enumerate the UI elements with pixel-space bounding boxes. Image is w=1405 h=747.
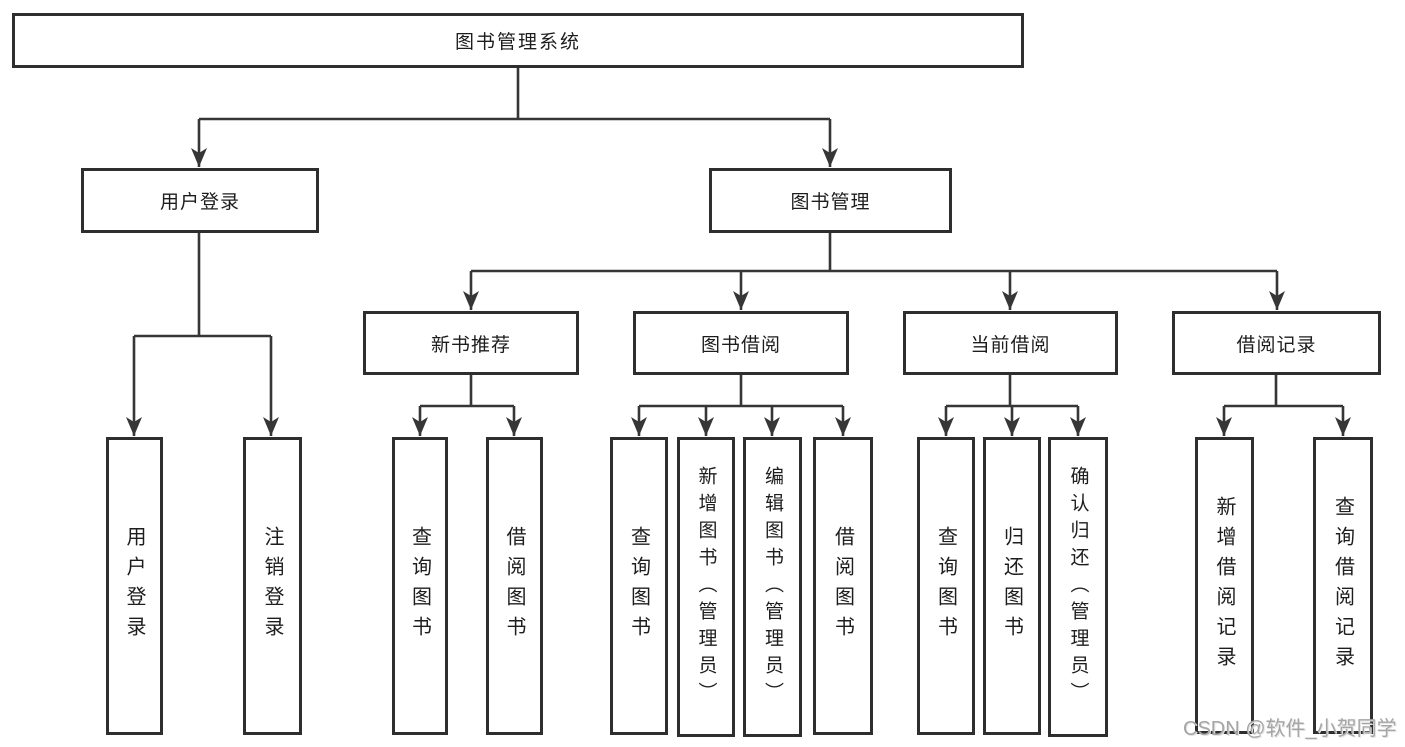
node-return-books: 归还图书 xyxy=(983,437,1041,735)
node-borrow-books: 借阅图书 xyxy=(813,437,873,735)
node-label: 查询借阅记录 xyxy=(1331,495,1354,676)
node-label: 用户登录 xyxy=(159,192,240,213)
node-add-books-admin: 新增图书（管理员） xyxy=(677,437,735,737)
connector-trunks xyxy=(134,68,1343,408)
node-book-management-module: 图书管理 xyxy=(709,168,952,233)
node-add-borrow-record: 新增借阅记录 xyxy=(1195,437,1254,734)
node-book-borrowing: 图书借阅 xyxy=(633,311,849,375)
node-borrow-books: 借阅图书 xyxy=(486,437,543,735)
node-current-borrowing: 当前借阅 xyxy=(903,311,1118,375)
node-label: 当前借阅 xyxy=(970,334,1051,356)
node-label: 图书管理系统 xyxy=(454,32,581,53)
node-label: 用户登录 xyxy=(123,526,145,646)
node-label: 注销登录 xyxy=(261,526,283,646)
node-label: 查询图书 xyxy=(627,526,650,646)
node-label: 借阅记录 xyxy=(1236,334,1317,356)
node-label: 借阅图书 xyxy=(831,526,854,646)
node-label: 图书管理 xyxy=(790,192,871,213)
watermark-text: CSDN @软件_小贺同学 xyxy=(1183,718,1397,740)
node-label: 新增图书（管理员） xyxy=(695,465,717,709)
node-query-books: 查询图书 xyxy=(392,437,448,735)
node-query-books: 查询图书 xyxy=(610,437,668,735)
node-label: 图书借阅 xyxy=(700,334,781,356)
node-user-login-module: 用户登录 xyxy=(81,168,319,233)
node-library-management-system: 图书管理系统 xyxy=(12,13,1024,68)
node-label: 新书推荐 xyxy=(430,334,511,356)
node-borrowing-records: 借阅记录 xyxy=(1172,311,1381,375)
node-edit-books-admin: 编辑图书（管理员） xyxy=(743,437,802,737)
node-label: 归还图书 xyxy=(1000,526,1023,646)
node-query-books: 查询图书 xyxy=(917,437,975,735)
node-new-book-recommendation: 新书推荐 xyxy=(363,311,579,375)
node-label: 借阅图书 xyxy=(503,526,525,646)
node-label: 新增借阅记录 xyxy=(1213,495,1235,676)
node-label: 确认归还（管理员） xyxy=(1067,465,1089,709)
node-logout-action: 注销登录 xyxy=(243,437,302,735)
node-confirm-return-admin: 确认归还（管理员） xyxy=(1048,437,1108,737)
node-label: 查询图书 xyxy=(408,526,431,646)
node-label: 查询图书 xyxy=(934,526,957,646)
node-label: 编辑图书（管理员） xyxy=(762,465,783,709)
connector-arrows xyxy=(126,119,1351,436)
node-user-login-action: 用户登录 xyxy=(106,437,163,735)
node-query-borrow-record: 查询借阅记录 xyxy=(1313,437,1373,734)
